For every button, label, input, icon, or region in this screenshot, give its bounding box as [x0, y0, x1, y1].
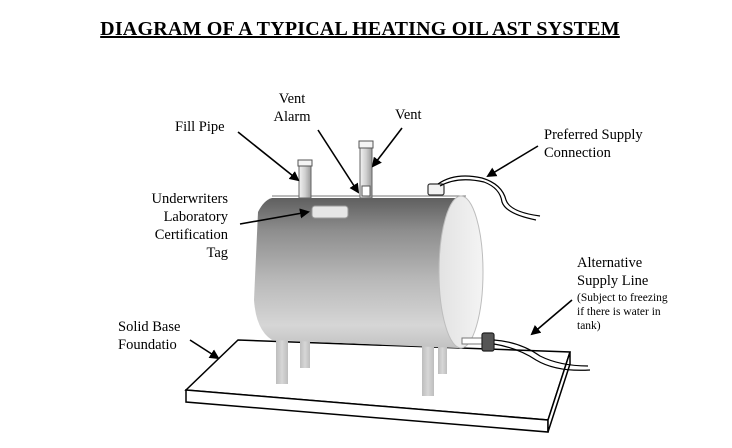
vent-label: Vent: [395, 107, 422, 123]
alternative-supply-arrow: [530, 299, 573, 336]
alternative-supply-label-line2: Supply Line: [577, 273, 649, 289]
base-foundation-label: Solid Base Foundatio: [118, 318, 180, 354]
base-foundation-arrow: [189, 339, 220, 360]
ul-certification-tag: [311, 205, 349, 219]
vent-alarm-label-line1: Vent: [278, 91, 306, 107]
alternative-supply-note-line3: tank): [577, 320, 601, 332]
ul-tag-label: Underwriters Laboratory Certification Ta…: [120, 190, 228, 262]
alternative-supply-note-line2: if there is water in: [577, 306, 661, 318]
vent-arrow: [371, 127, 403, 168]
fill-pipe: [297, 159, 313, 199]
preferred-supply-connection: [427, 175, 541, 221]
alternative-supply-note-line1: (Subject to freezing: [577, 292, 668, 304]
vent-alarm-label: Vent Alarm: [270, 90, 314, 126]
base-foundation-label-line1: Solid Base: [118, 319, 181, 335]
ul-tag-label-line1: Underwriters: [151, 191, 228, 207]
base-foundation: [184, 339, 572, 433]
diagram-title: DIAGRAM OF A TYPICAL HEATING OIL AST SYS…: [100, 18, 620, 40]
oil-tank: [254, 195, 484, 349]
ul-tag-label-line4: Tag: [206, 245, 228, 261]
preferred-supply-label-line1: Preferred Supply: [544, 127, 643, 143]
preferred-supply-label: Preferred Supply Connection: [544, 126, 643, 162]
alternative-supply-label-line1: Alternative: [577, 255, 643, 271]
leader-arrows: [189, 127, 573, 360]
fill-pipe-arrow: [237, 131, 300, 182]
vent-alarm-arrow: [317, 129, 360, 194]
preferred-supply-arrow: [486, 145, 539, 178]
vent-alarm-label-line2: Alarm: [273, 109, 311, 125]
ul-tag-label-line2: Laboratory: [163, 209, 228, 225]
base-foundation-label-line2: Foundatio: [118, 337, 177, 353]
ul-tag-arrow: [239, 208, 310, 225]
alternative-supply-note: (Subject to freezing if there is water i…: [577, 291, 668, 333]
fill-pipe-label: Fill Pipe: [175, 119, 225, 135]
preferred-supply-label-line2: Connection: [544, 145, 611, 161]
ul-tag-label-line3: Certification: [154, 227, 228, 243]
alternative-supply-line: [461, 332, 591, 371]
vent-pipe: [358, 140, 374, 199]
alternative-supply-label: Alternative Supply Line: [577, 254, 648, 290]
